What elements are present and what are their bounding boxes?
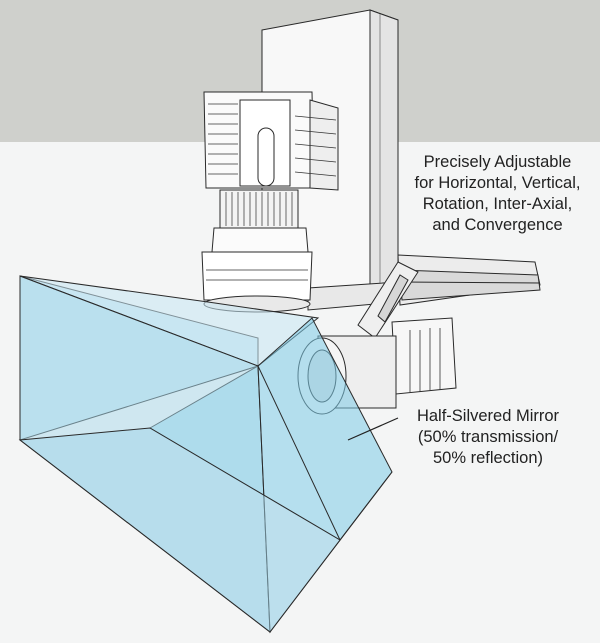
top-camera-body [203, 91, 339, 191]
adjustment-callout-line: Rotation, Inter-Axial, [422, 195, 573, 213]
top-camera-lens [201, 189, 313, 313]
mirror-callout: Half-Silvered Mirror (50% transmission/ … [393, 406, 583, 469]
mirror-callout-line: Half-Silvered Mirror [416, 407, 560, 425]
adjustment-callout-line: for Horizontal, Vertical, [414, 174, 581, 192]
mirror-callout-line: 50% reflection) [432, 449, 544, 467]
horizontal-rail [307, 254, 541, 311]
adjustment-callout-line: Precisely Adjustable [423, 153, 572, 171]
mirror-callout-line: (50% transmission/ [417, 428, 559, 446]
adjustment-callout-line: and Convergence [432, 216, 563, 234]
hood-bottom-panel [18, 427, 341, 633]
adjustment-callout: Precisely Adjustable for Horizontal, Ver… [395, 152, 600, 236]
mirror-callout-leader [347, 417, 399, 441]
